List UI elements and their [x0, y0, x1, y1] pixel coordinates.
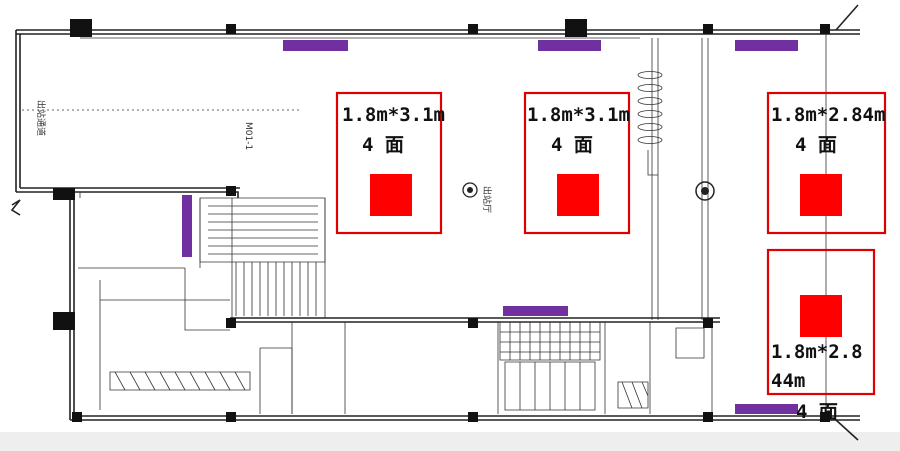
ad-zone-4: 1.8m*2.8 44m 4 面: [766, 248, 876, 423]
ad-zone-1-outline: [335, 91, 443, 235]
walls: [10, 4, 860, 441]
ad-zone-3-count: 4 面: [795, 134, 837, 156]
ad-zone-2-marker: [557, 174, 599, 216]
columns: [53, 19, 830, 422]
toilet-block: [499, 321, 601, 411]
purple-panels: [182, 40, 798, 414]
ad-zone-4-size-cont: 44m: [771, 370, 805, 392]
ad-zone-3: 1.8m*2.84m 4 面: [766, 91, 887, 235]
ad-zone-4-outline: [766, 248, 876, 396]
ad-zone-4-size: 1.8m*2.8: [771, 341, 863, 363]
ad-zone-3-marker: [800, 174, 842, 216]
ad-zone-4-count: 4 面: [796, 401, 838, 423]
exit-passage-label: 出站通道: [35, 100, 47, 136]
ad-zone-2-count: 4 面: [551, 134, 593, 156]
ad-zone-1-marker: [370, 174, 412, 216]
ad-zone-4-marker: [800, 295, 842, 337]
ad-zone-1-size: 1.8m*3.1m: [342, 104, 445, 126]
stairs: [109, 197, 649, 409]
ad-zone-2-size: 1.8m*3.1m: [527, 104, 630, 126]
ad-zone-2-outline: [523, 91, 631, 235]
ad-zone-3-size: 1.8m*2.84m: [771, 104, 885, 126]
door-code-label: M01-1: [243, 122, 253, 150]
ad-zone-3-outline: [766, 91, 887, 235]
gate-symbols: [462, 71, 715, 201]
ad-zone-1: 1.8m*3.1m 4 面: [335, 91, 445, 235]
bottom-shadow-band: [0, 432, 900, 451]
ad-zone-2: 1.8m*3.1m 4 面: [523, 91, 631, 235]
ad-zone-1-count: 4 面: [362, 134, 404, 156]
exit-hall-label: 出站厅: [481, 186, 493, 213]
